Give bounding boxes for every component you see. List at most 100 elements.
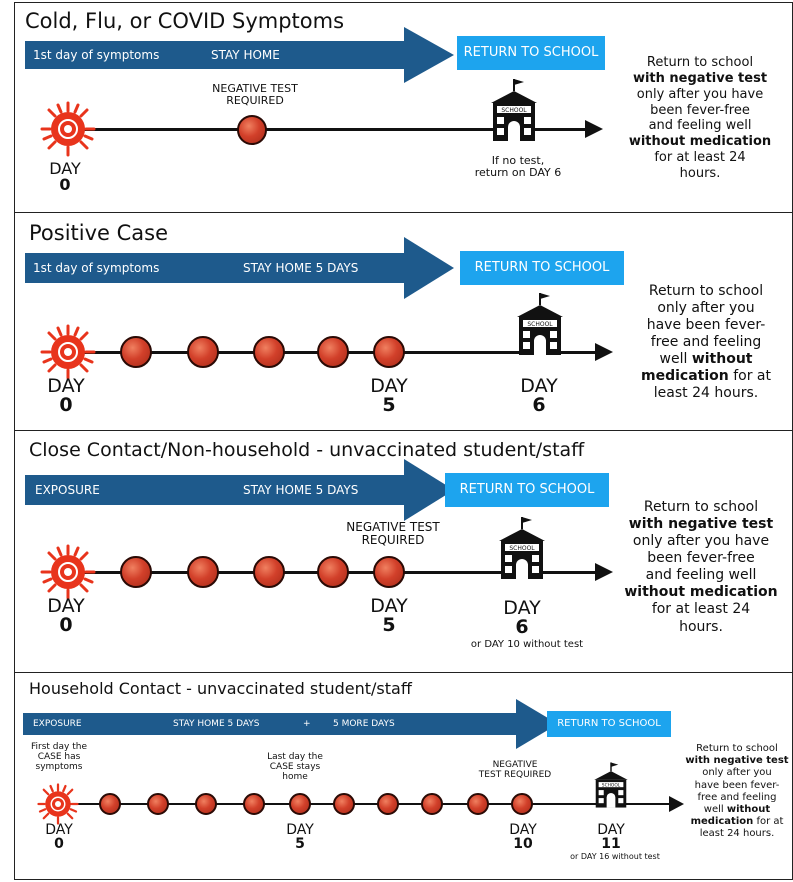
day-0-label: DAY 0 — [43, 597, 89, 635]
red-dot — [289, 793, 311, 815]
panel-household-contact: Household Contact - unvaccinated student… — [14, 672, 793, 880]
red-dot — [253, 556, 285, 588]
red-dot — [195, 793, 217, 815]
banner-start-label: 1st day of symptoms — [33, 48, 160, 62]
day-number: 0 — [59, 175, 71, 194]
red-dot — [373, 556, 405, 588]
day-word: DAY — [503, 597, 541, 619]
red-dot — [187, 336, 219, 368]
red-dot — [99, 793, 121, 815]
panel-title: Close Contact/Non-household - unvaccinat… — [29, 439, 585, 461]
side-line: well without — [683, 804, 791, 816]
banner-stay-home-label: STAY HOME 5 DAYS — [243, 261, 359, 275]
day-number: 5 — [382, 614, 396, 636]
panel-cold-flu-covid: Cold, Flu, or COVID Symptoms 1st day of … — [14, 2, 793, 212]
day-word: DAY — [370, 375, 408, 397]
banner-stay-home-label: STAY HOME 5 DAYS — [243, 483, 359, 497]
red-dot — [421, 793, 443, 815]
return-to-school-box: RETURN TO SCHOOL — [547, 711, 671, 737]
red-dot — [317, 556, 349, 588]
day-10-label: DAY 10 — [503, 823, 543, 851]
side-line: medication for at — [683, 816, 791, 828]
banner-plus-label: + — [303, 719, 311, 729]
side-line: been fever-free — [647, 550, 755, 567]
banner-start-label: EXPOSURE — [35, 483, 100, 497]
day-word: DAY — [49, 159, 81, 178]
day-word: DAY — [509, 822, 537, 838]
red-dot — [317, 336, 349, 368]
day-number: 0 — [54, 836, 64, 852]
red-dot — [147, 793, 169, 815]
school-building-icon: SCHOOL — [499, 517, 545, 579]
banner-start-label: EXPOSURE — [33, 719, 82, 729]
side-line: free and feeling — [650, 334, 762, 351]
day-word: DAY — [520, 375, 558, 397]
side-line: well without — [623, 351, 789, 368]
timeline-arrow-head — [585, 120, 603, 138]
return-instructions: Return to school only after you have bee… — [623, 283, 789, 403]
red-dot — [467, 793, 489, 815]
school-building-icon: SCHOOL — [491, 79, 537, 141]
side-text: well — [659, 351, 688, 368]
panel-title: Cold, Flu, or COVID Symptoms — [25, 9, 345, 33]
side-line: Return to school — [696, 743, 778, 754]
panel-positive-case: Positive Case 1st day of symptoms STAY H… — [14, 212, 793, 430]
side-line: and feeling well — [648, 118, 752, 134]
side-line: Return to school — [643, 499, 759, 515]
return-to-school-box: RETURN TO SCHOOL — [457, 36, 605, 70]
day-number: 10 — [513, 836, 533, 852]
side-line: hours. — [679, 618, 723, 635]
day-word: DAY — [47, 375, 85, 397]
side-line-bold: without medication — [624, 584, 778, 601]
side-text: for at — [733, 368, 771, 385]
day-0-label: DAY 0 — [43, 377, 89, 415]
stay-home-banner: EXPOSURE STAY HOME 5 DAYS — [25, 475, 405, 505]
side-line: least 24 hours. — [653, 385, 759, 402]
side-text: for at — [756, 816, 784, 828]
last-day-case-note: Last day the CASE stays home — [267, 752, 323, 782]
no-test-note: If no test, return on DAY 6 — [474, 154, 562, 180]
day-word: DAY — [286, 822, 314, 838]
red-dot — [253, 336, 285, 368]
banner-stay-home-label: STAY HOME — [211, 48, 280, 62]
day-6-label: DAY 6 — [499, 599, 545, 637]
side-line: for at least 24 — [651, 601, 751, 618]
timeline-arrow-head — [595, 343, 613, 361]
side-text-bold: without — [691, 351, 753, 368]
stay-home-banner: EXPOSURE STAY HOME 5 DAYS + 5 MORE DAYS — [23, 713, 517, 735]
side-line: only after you — [702, 767, 772, 779]
return-to-school-box: RETURN TO SCHOOL — [445, 473, 609, 507]
day-word: DAY — [45, 822, 73, 838]
panel-close-contact: Close Contact/Non-household - unvaccinat… — [14, 430, 793, 672]
first-day-case-note: First day the CASE has symptoms — [31, 742, 87, 772]
side-line: for at least 24 — [654, 150, 746, 166]
day-5-label: DAY 5 — [280, 823, 320, 851]
return-instructions: Return to school with negative test only… — [611, 499, 791, 636]
side-line: medication for at — [623, 368, 789, 385]
red-dot — [120, 556, 152, 588]
virus-icon — [40, 324, 96, 380]
side-text-bold: medication — [641, 368, 729, 385]
return-instructions: Return to school with negative test only… — [613, 55, 787, 182]
day-word: DAY — [370, 595, 408, 617]
side-line: free and feeling — [697, 791, 777, 803]
timeline-line — [63, 803, 671, 805]
stay-home-banner: 1st day of symptoms STAY HOME 5 DAYS — [25, 253, 405, 283]
virus-icon — [37, 783, 79, 825]
virus-icon — [40, 544, 96, 600]
timeline-arrow-head — [669, 796, 684, 812]
day-16-without-test-note: or DAY 16 without test — [570, 852, 660, 861]
panel-title: Household Contact - unvaccinated student… — [29, 679, 412, 698]
day-word: DAY — [597, 822, 625, 838]
side-line: Return to school — [646, 55, 754, 70]
day-number: 0 — [59, 394, 73, 416]
side-line-bold: with negative test — [632, 70, 768, 86]
banner-more-days-label: 5 MORE DAYS — [333, 719, 395, 729]
red-dot — [511, 793, 533, 815]
side-line-bold: without medication — [628, 134, 772, 150]
school-sign: SCHOOL — [501, 107, 527, 114]
side-line: only after you have — [636, 86, 764, 102]
negative-test-note: NEGATIVE TEST REQUIRED — [478, 760, 552, 780]
school-sign: SCHOOL — [509, 545, 535, 552]
side-line: been fever-free — [650, 102, 750, 118]
